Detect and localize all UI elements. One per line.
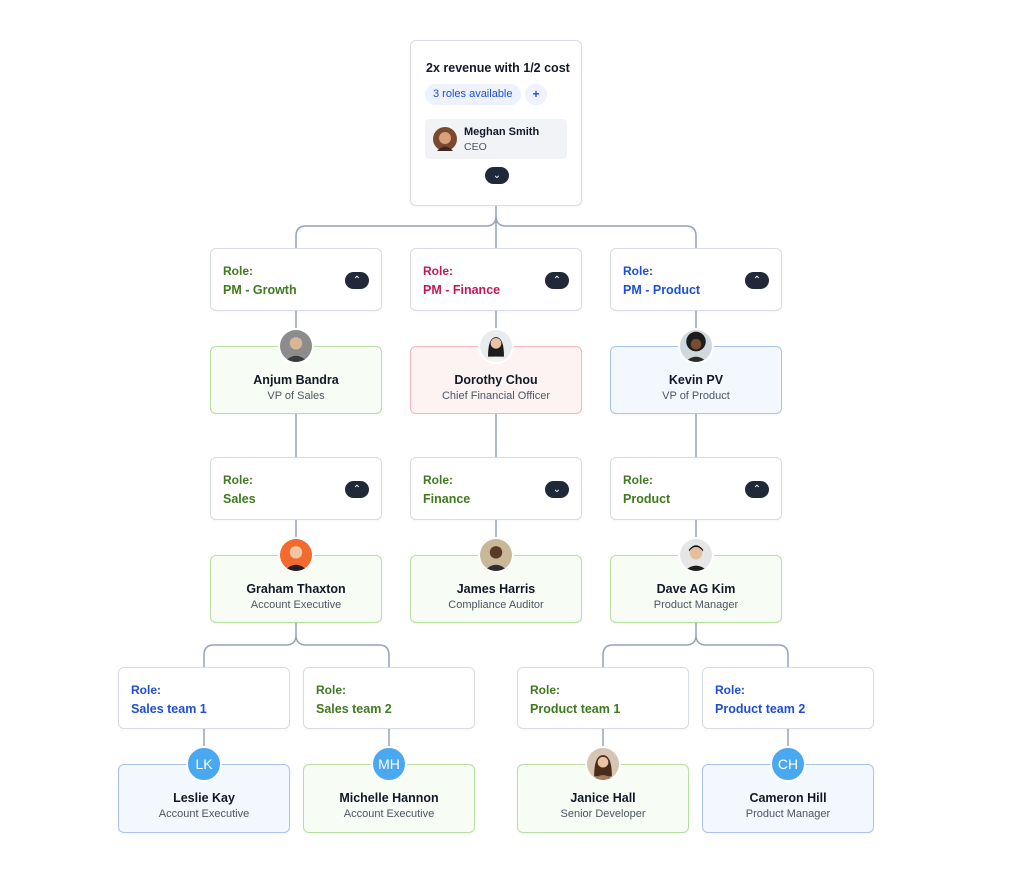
role-card-sales[interactable]: Role: Sales ⌃ [210,457,382,520]
role-label: Role: [423,473,453,487]
person-title: Account Executive [343,808,435,820]
chevron-down-icon[interactable]: ⌄ [485,167,509,184]
role-name: PM - Growth [223,283,297,297]
role-label: Role: [623,264,653,278]
role-name: Finance [423,492,471,506]
person-title: Chief Financial Officer [441,390,550,402]
role-card-sales-team-2[interactable]: Role: Sales team 2 [303,667,475,729]
person-name: Janice Hall [570,791,636,805]
person-name: Dave AG Kim [656,582,736,596]
avatar-initials: MH [371,746,407,782]
person-name: Dorothy Chou [454,373,538,387]
role-name: PM - Finance [423,283,501,297]
role-name: PM - Product [623,283,701,297]
person-title: Account Executive [158,808,250,820]
goal-owner[interactable]: Meghan Smith CEO [425,119,567,159]
avatar [678,328,714,364]
person-card-dorothy[interactable]: Dorothy Chou Chief Financial Officer [410,346,582,414]
chevron-up-icon[interactable]: ⌃ [345,481,369,498]
person-name: Graham Thaxton [246,582,346,596]
person-title: Compliance Auditor [448,599,544,611]
person-name: Michelle Hannon [339,791,439,805]
avatar-initials: LK [186,746,222,782]
role-label: Role: [623,473,653,487]
owner-name: Meghan Smith [464,126,540,138]
avatar [433,127,457,151]
goal-title: 2x revenue with 1/2 cost [426,61,570,75]
role-label: Role: [715,683,745,697]
role-label: Role: [223,473,253,487]
person-title: VP of Sales [267,390,325,402]
person-title: Account Executive [250,599,342,611]
role-card-pm-product[interactable]: Role: PM - Product ⌃ [610,248,782,311]
person-card-kevin[interactable]: Kevin PV VP of Product [610,346,782,414]
role-card-pm-finance[interactable]: Role: PM - Finance ⌃ [410,248,582,311]
avatar [278,537,314,573]
role-label: Role: [423,264,453,278]
role-label: Role: [530,683,560,697]
person-name: Anjum Bandra [253,373,339,387]
person-title: Senior Developer [560,808,646,820]
role-card-pm-growth[interactable]: Role: PM - Growth ⌃ [210,248,382,311]
connector-graham [203,623,390,667]
avatar [585,746,621,782]
role-name: Product [623,492,671,506]
chevron-down-icon[interactable]: ⌄ [545,481,569,498]
person-name: Cameron Hill [749,791,827,805]
role-card-product-team-2[interactable]: Role: Product team 2 [702,667,874,729]
avatar-initials: CH [770,746,806,782]
add-role-button[interactable]: + [525,84,547,105]
role-name: Sales [223,492,256,506]
person-name: Leslie Kay [173,791,235,805]
person-name: Kevin PV [668,373,724,387]
role-name: Product team 1 [530,702,621,716]
role-name: Product team 2 [715,702,806,716]
avatar [678,537,714,573]
role-label: Role: [223,264,253,278]
role-name: Sales team 2 [316,702,392,716]
person-title: Product Manager [745,808,831,820]
role-card-finance[interactable]: Role: Finance ⌄ [410,457,582,520]
connector-dave [602,623,789,667]
chevron-up-icon[interactable]: ⌃ [745,272,769,289]
person-title: Product Manager [653,599,739,611]
role-card-product[interactable]: Role: Product ⌃ [610,457,782,520]
goal-card[interactable]: 2x revenue with 1/2 cost 3 roles availab… [410,40,582,206]
chevron-up-icon[interactable]: ⌃ [345,272,369,289]
person-title: VP of Product [662,390,730,402]
connector-root [295,206,697,248]
role-card-product-team-1[interactable]: Role: Product team 1 [517,667,689,729]
avatar [278,328,314,364]
roles-available-badge[interactable]: 3 roles available [425,84,521,105]
chevron-up-icon[interactable]: ⌃ [745,481,769,498]
chevron-up-icon[interactable]: ⌃ [545,272,569,289]
role-label: Role: [316,683,346,697]
role-name: Sales team 1 [131,702,207,716]
owner-title: CEO [464,141,487,153]
avatar [478,537,514,573]
role-label: Role: [131,683,161,697]
role-card-sales-team-1[interactable]: Role: Sales team 1 [118,667,290,729]
person-name: James Harris [456,582,536,596]
avatar [478,328,514,364]
